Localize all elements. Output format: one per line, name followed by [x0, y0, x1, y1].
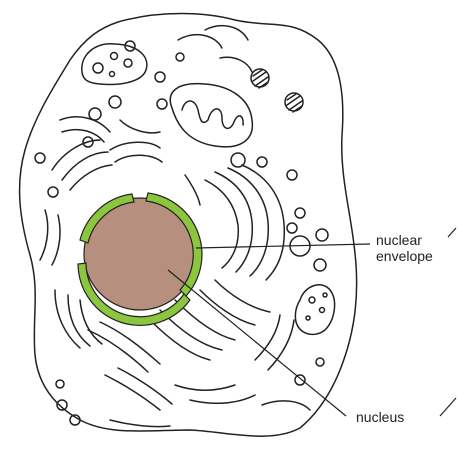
vesicle [35, 153, 45, 163]
er-tubule [175, 385, 235, 390]
golgi-cisterna [242, 165, 284, 280]
mitochondrion-cristae [182, 101, 243, 128]
er-tubule [105, 375, 160, 410]
golgi-cisterna [205, 180, 238, 268]
vesicle [287, 223, 297, 233]
vesicle [56, 380, 64, 388]
er-tubule [120, 120, 160, 133]
er-tubule [110, 420, 170, 427]
small-vesicle [93, 63, 103, 73]
er-tubule [190, 395, 255, 403]
er-tubule [88, 330, 148, 372]
vesicle [295, 208, 305, 218]
vesicle [157, 99, 167, 109]
lysosome-granule [306, 316, 310, 320]
vesicle [295, 375, 305, 385]
vesicle [316, 229, 328, 241]
lysosome [295, 285, 334, 335]
leader-tick [448, 228, 456, 237]
er-tubule [40, 210, 48, 260]
er-tubule [255, 315, 280, 360]
nuclear-envelope-label-line1: nuclear [376, 232, 422, 248]
er-tubule [200, 290, 255, 325]
vesicle [257, 157, 267, 167]
nucleus-leader [168, 270, 346, 416]
nucleus-label: nucleus [356, 409, 404, 425]
vesicle [287, 170, 297, 180]
lysosome-granule [314, 259, 326, 271]
leader-tick [440, 398, 456, 416]
er-tubule [178, 35, 222, 48]
er-tubule [150, 320, 210, 360]
vesicle [155, 72, 165, 82]
small-vesicle [110, 72, 115, 77]
er-tubule [70, 165, 112, 190]
vesicle [109, 96, 121, 108]
er-tubule [52, 215, 60, 265]
er-tubule [262, 401, 310, 410]
vesicle [316, 358, 324, 366]
lysosome-granule [309, 297, 315, 303]
vesicle [89, 108, 101, 120]
vesicle [176, 53, 184, 61]
golgi-cisterna [185, 175, 200, 205]
small-vesicle [111, 53, 118, 60]
vesicle-sac [82, 44, 147, 85]
golgi-cisterna [215, 172, 252, 272]
lysosome-granule [323, 293, 327, 297]
vesicle [48, 187, 58, 197]
small-vesicle [124, 59, 132, 67]
er-tubule [110, 142, 160, 150]
lysosome-granule [320, 308, 325, 313]
er-tubule [60, 117, 110, 132]
er-tubule [220, 57, 252, 72]
er-tubule [100, 322, 160, 364]
er-tubule [215, 280, 270, 312]
er-tubule [115, 155, 162, 162]
nuclear-envelope-label-line2: envelope [376, 248, 433, 264]
